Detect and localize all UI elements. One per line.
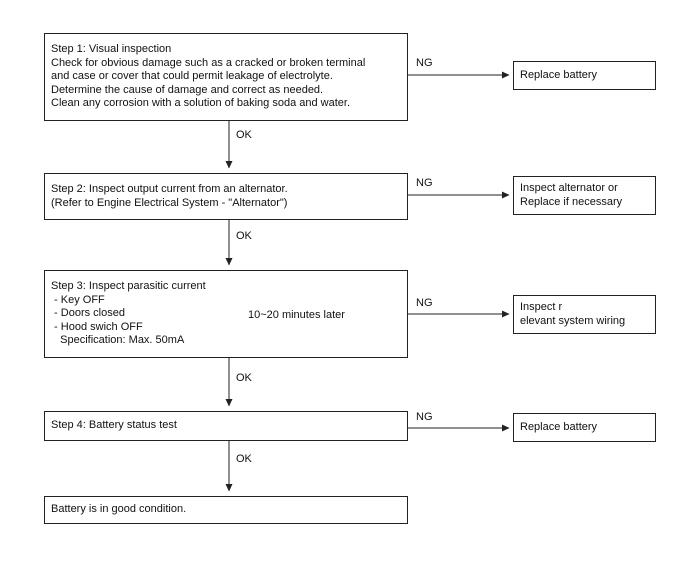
ng-label-4: NG [416,411,433,423]
ok-label-1: OK [236,129,252,141]
ok-label-2: OK [236,230,252,242]
action-3-line-1: Inspect r [520,301,563,313]
step-3-box: Step 3: Inspect parasitic current - Key … [44,270,408,358]
step-3-line-5: Specification: Max. 50mA [51,334,185,347]
step-2-box: Step 2: Inspect output current from an a… [44,173,408,220]
step-1-line-4: Determine the cause of damage and correc… [51,83,324,96]
ng-label-1: NG [416,57,433,69]
step-3-line-1: Step 3: Inspect parasitic current [51,280,206,293]
ng-label-2: NG [416,177,433,189]
step-1-line-5: Clean any corrosion with a solution of b… [51,97,351,110]
step-4-line-1: Step 4: Battery status test [51,419,177,432]
action-2-line-1: Inspect alternator or [520,182,618,194]
bracket-note: 10~20 minutes later [248,309,345,321]
action-1-box: Replace battery [513,61,656,90]
action-3-box: Inspect r elevant system wiring [513,295,656,334]
final-box: Battery is in good condition. [44,496,408,524]
step-3-line-3: - Doors closed [51,307,125,320]
step-1-line-3: and case or cover that could permit leak… [51,70,333,83]
action-1-line-1: Replace battery [520,68,598,81]
step-1-box: Step 1: Visual inspection Check for obvi… [44,33,408,121]
action-4-line-1: Replace battery [520,420,598,433]
step-3-line-2: - Key OFF [51,293,105,306]
step-2-line-2: (Refer to Engine Electrical System - "Al… [51,196,288,209]
action-4-box: Replace battery [513,413,656,442]
step-3-line-4: - Hood swich OFF [51,320,143,333]
step-1-line-2: Check for obvious damage such as a crack… [51,56,366,69]
action-3-line-2: elevant system wiring [520,314,626,327]
action-2-line-2: Replace if necessary [520,195,623,208]
ok-label-3: OK [236,372,252,384]
step-2-line-1: Step 2: Inspect output current from an a… [51,183,288,195]
action-2-box: Inspect alternator or Replace if necessa… [513,176,656,215]
step-4-box: Step 4: Battery status test [44,411,408,441]
ok-label-4: OK [236,453,252,465]
ng-label-3: NG [416,297,433,309]
final-line-1: Battery is in good condition. [51,503,187,516]
step-1-line-1: Step 1: Visual inspection [51,43,172,56]
